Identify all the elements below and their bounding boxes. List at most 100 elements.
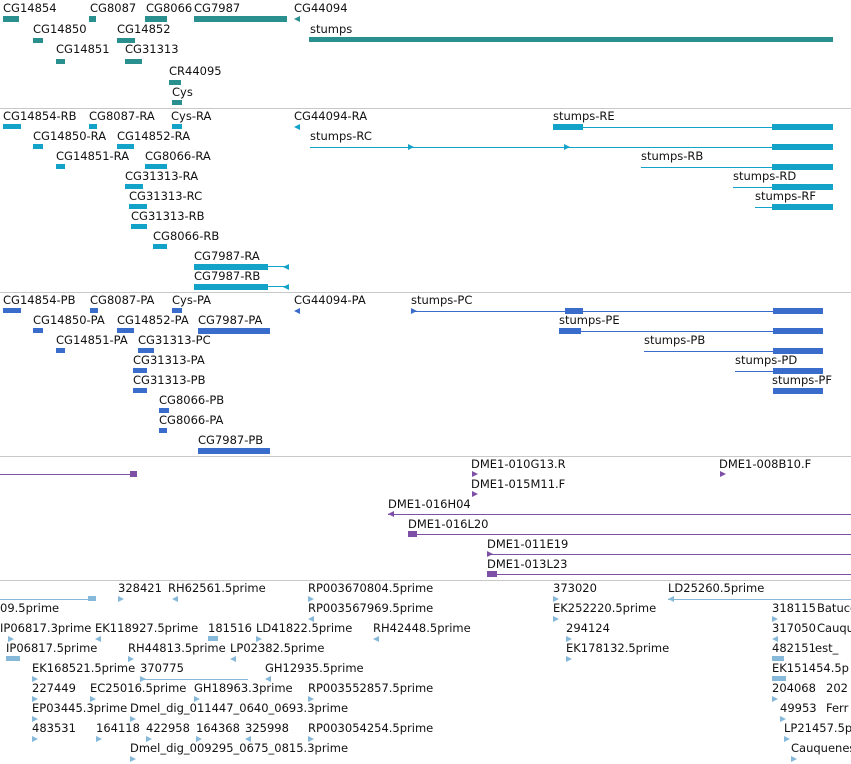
transcript-exon[interactable] bbox=[772, 204, 833, 210]
track-label[interactable]: EK252220.5prime bbox=[553, 601, 657, 615]
protein-feature[interactable] bbox=[559, 331, 823, 332]
track-label[interactable]: DME1-008B10.F bbox=[719, 457, 812, 471]
track-label[interactable]: Cauque bbox=[817, 621, 851, 635]
protein-feature[interactable] bbox=[159, 428, 167, 433]
transcript-feature[interactable] bbox=[310, 147, 833, 148]
est-feature[interactable] bbox=[553, 616, 559, 622]
track-label[interactable]: LD25260.5prime bbox=[668, 581, 765, 595]
track-label[interactable]: Cys-PA bbox=[172, 293, 212, 307]
track-label[interactable]: RH62561.5prime bbox=[168, 581, 266, 595]
protein-feature[interactable] bbox=[3, 308, 21, 313]
clone-feature[interactable] bbox=[388, 514, 851, 515]
track-label[interactable]: EK178132.5prime bbox=[566, 641, 670, 655]
est-feature[interactable] bbox=[32, 736, 38, 742]
track-label[interactable]: RH44813.5prime bbox=[128, 641, 226, 655]
est-feature[interactable] bbox=[96, 736, 102, 742]
gene-feature[interactable] bbox=[172, 100, 182, 105]
est-feature[interactable] bbox=[32, 696, 38, 702]
transcript-feature[interactable] bbox=[125, 184, 143, 189]
est-feature[interactable] bbox=[308, 596, 314, 602]
track-label[interactable]: LP21457.5p bbox=[784, 721, 851, 735]
transcript-exon[interactable] bbox=[772, 184, 833, 190]
track-label[interactable]: EK168521.5prime bbox=[32, 661, 136, 675]
transcript-exon[interactable] bbox=[772, 124, 833, 130]
track-label[interactable]: CG31313-RC bbox=[129, 189, 203, 203]
est-feature[interactable] bbox=[772, 616, 778, 622]
track-label[interactable]: CG8087-RA bbox=[89, 109, 155, 123]
track-label[interactable]: CG8087-PA bbox=[90, 293, 155, 307]
protein-feature[interactable] bbox=[117, 328, 134, 333]
transcript-feature[interactable] bbox=[89, 124, 97, 129]
track-label[interactable]: DME1-016L20 bbox=[408, 517, 489, 531]
protein-feature[interactable] bbox=[411, 311, 823, 312]
est-feature[interactable] bbox=[196, 736, 202, 742]
track-label[interactable]: RP003054254.5prime bbox=[308, 721, 434, 735]
gene-feature[interactable] bbox=[194, 16, 287, 22]
protein-feature[interactable] bbox=[159, 408, 169, 413]
protein-feature[interactable] bbox=[56, 348, 65, 353]
transcript-exon[interactable] bbox=[283, 284, 289, 290]
est-feature[interactable] bbox=[308, 616, 314, 622]
track-label[interactable]: stumps-PB bbox=[644, 333, 706, 347]
track-label[interactable]: 317050 bbox=[772, 621, 816, 635]
est-feature[interactable] bbox=[772, 656, 784, 661]
transcript-exon[interactable] bbox=[772, 144, 833, 150]
est-feature[interactable] bbox=[566, 636, 572, 642]
track-label[interactable]: 422958 bbox=[146, 721, 190, 735]
transcript-feature[interactable] bbox=[3, 124, 21, 129]
est-feature[interactable] bbox=[373, 636, 379, 642]
est-feature[interactable] bbox=[553, 596, 559, 602]
track-label[interactable]: CG14854-PB bbox=[3, 293, 76, 307]
track-label[interactable]: Ferr bbox=[826, 701, 849, 715]
clone-track[interactable]: DME1-010G13.R DME1-008B10.F DME1-015M11.… bbox=[0, 457, 851, 580]
transcript-exon[interactable] bbox=[564, 144, 570, 150]
protein-feature[interactable] bbox=[644, 351, 823, 352]
gene-feature[interactable] bbox=[169, 80, 181, 85]
transcript-exon[interactable] bbox=[772, 164, 833, 170]
transcript-feature[interactable] bbox=[56, 164, 65, 169]
track-label[interactable]: stumps-PF bbox=[772, 373, 832, 387]
track-label[interactable]: EK118927.5prime bbox=[95, 621, 199, 635]
track-label[interactable]: CG31313-RB bbox=[131, 209, 205, 223]
est-feature[interactable] bbox=[90, 696, 96, 702]
track-label[interactable]: RH42448.5prime bbox=[373, 621, 471, 635]
est-feature[interactable] bbox=[668, 599, 851, 600]
est-feature[interactable] bbox=[772, 676, 786, 681]
track-label[interactable]: 49953 bbox=[780, 701, 817, 715]
track-label[interactable]: stumps-RF bbox=[755, 189, 817, 203]
track-label[interactable]: CG7987-PA bbox=[198, 313, 263, 327]
track-label[interactable]: DME1-016H04 bbox=[388, 497, 471, 511]
transcript-track[interactable]: CG14854-RB CG8087-RA Cys-RA CG44094-RA s… bbox=[0, 109, 851, 292]
clone-feature[interactable] bbox=[487, 574, 851, 575]
track-label[interactable]: DME1-011E19 bbox=[487, 537, 569, 551]
track-label[interactable]: RP003567969.5prime bbox=[308, 601, 434, 615]
track-label[interactable]: IP06817.5prime bbox=[6, 641, 98, 655]
track-label[interactable]: CG44094-RA bbox=[294, 109, 368, 123]
est-feature[interactable] bbox=[128, 656, 134, 662]
protein-feature[interactable] bbox=[133, 368, 147, 373]
track-label[interactable]: LP02382.5prime bbox=[230, 641, 325, 655]
clone-feature[interactable] bbox=[388, 511, 394, 517]
track-label[interactable]: RP003552857.5prime bbox=[308, 681, 434, 695]
protein-feature[interactable] bbox=[198, 328, 270, 334]
est-feature[interactable] bbox=[140, 676, 146, 682]
track-label[interactable]: CG7987 bbox=[194, 1, 241, 15]
gene-feature[interactable] bbox=[117, 38, 135, 43]
gene-feature[interactable] bbox=[89, 16, 96, 22]
track-label[interactable]: 181516 bbox=[208, 621, 252, 635]
track-label[interactable]: 482151 bbox=[772, 641, 816, 655]
track-label[interactable]: 202 bbox=[826, 681, 848, 695]
track-label[interactable]: Batuce bbox=[817, 601, 851, 615]
track-label[interactable]: CG14854 bbox=[3, 1, 57, 15]
track-label[interactable]: 227449 bbox=[32, 681, 76, 695]
gene-feature[interactable] bbox=[309, 37, 833, 42]
transcript-feature[interactable] bbox=[145, 164, 167, 169]
clone-feature[interactable] bbox=[720, 471, 726, 477]
track-label[interactable]: Cauquenes bbox=[791, 741, 851, 755]
est-feature[interactable] bbox=[32, 716, 38, 722]
protein-feature[interactable] bbox=[33, 328, 43, 333]
clone-feature[interactable] bbox=[408, 531, 417, 537]
transcript-feature[interactable] bbox=[33, 144, 43, 149]
transcript-feature[interactable] bbox=[153, 244, 167, 249]
clone-feature[interactable] bbox=[130, 471, 137, 477]
